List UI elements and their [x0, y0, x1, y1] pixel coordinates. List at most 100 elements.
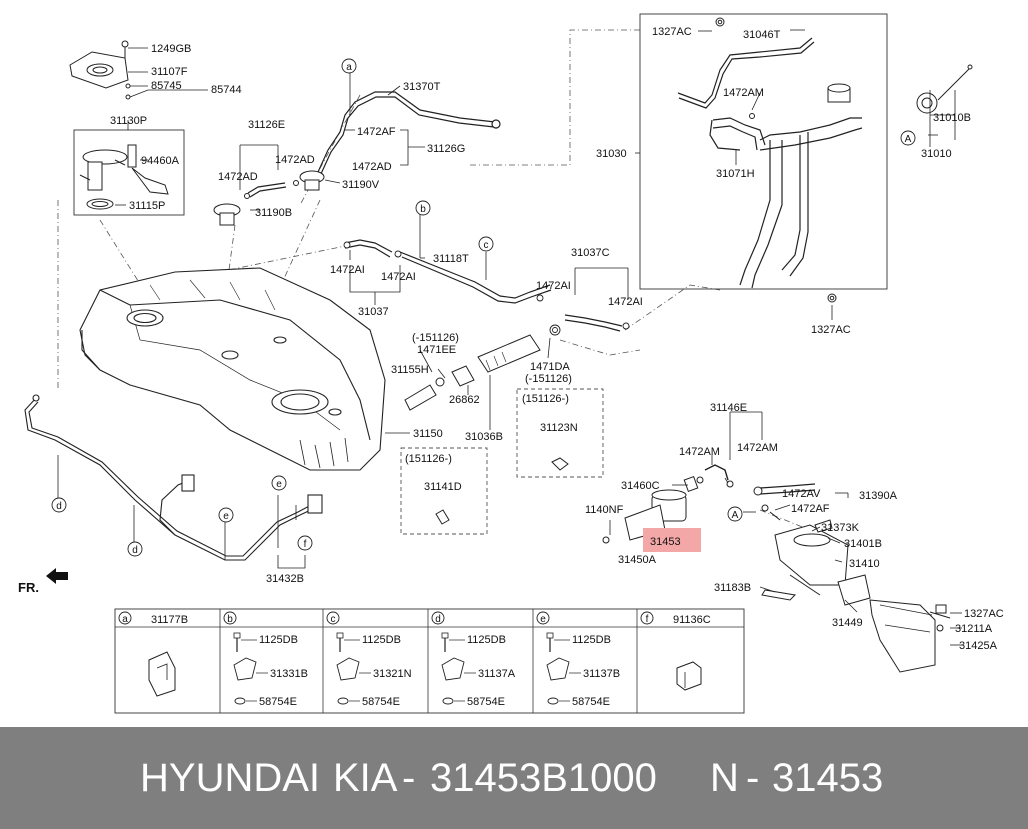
legend-letter: e — [540, 614, 546, 625]
label-31126e: 31126E — [248, 119, 285, 131]
legend-item-label: 58754E — [572, 696, 610, 708]
label-31037c: 31037C — [571, 247, 610, 259]
label-94460a: 94460A — [141, 155, 180, 167]
legend-letter: c — [331, 614, 336, 625]
label-1327ac-a: 1327AC — [652, 26, 692, 38]
bolt-icon — [336, 632, 344, 639]
legend-item-label: 31137B — [583, 668, 620, 680]
callout-d-left: d — [56, 501, 62, 512]
callout-e-right: e — [276, 479, 282, 490]
label-1472am-c: 1472AM — [737, 442, 778, 454]
fuel-tank — [79, 267, 386, 471]
small-clamps — [343, 241, 630, 336]
label-151126-neg: (-151126) — [412, 332, 459, 344]
callout-A-mid: A — [732, 510, 739, 521]
legend-item-label: 1125DB — [362, 634, 401, 646]
label-1472af-b: 1472AF — [791, 503, 830, 515]
callout-b-top: b — [420, 204, 426, 215]
label-85744: 85744 — [211, 84, 242, 96]
footer-text: HYUNDAI KIA - 31453B1000 N - 31453 — [0, 727, 1028, 829]
target-part-highlight — [643, 528, 701, 552]
bolt-icon — [441, 632, 449, 639]
legend-letter: d — [435, 614, 441, 625]
label-31373k: 31373K — [821, 522, 860, 534]
filler-neck-details — [715, 17, 973, 303]
label-31183b: 31183B — [714, 582, 751, 594]
label-1472ad-b: 1472AD — [218, 171, 258, 183]
bracket-icon — [546, 657, 570, 681]
label-31425a: 31425A — [959, 640, 998, 652]
bracket-icon — [233, 657, 257, 681]
label-1472af-a: 1472AF — [357, 126, 396, 138]
filler-neck-parts — [404, 334, 569, 525]
label-26862: 26862 — [449, 394, 480, 406]
nut-icon — [337, 697, 349, 705]
label-1471ee: 1471EE — [417, 344, 456, 356]
legend-letter: f — [646, 614, 649, 625]
label-1472ai-c: 1472AI — [536, 280, 571, 292]
label-31401b: 31401B — [844, 538, 882, 550]
part-labels: 1249GB 31107F 85745 85744 31130P 94460A … — [18, 26, 1004, 652]
footer-bar: HYUNDAI KIA - 31453B1000 N - 31453 — [0, 727, 1028, 829]
legend-item-label: 58754E — [362, 696, 400, 708]
label-31071h: 31071H — [716, 168, 755, 180]
callout-c-top: c — [484, 240, 489, 251]
legend-item-label: 58754E — [259, 696, 297, 708]
label-31118t: 31118T — [433, 253, 469, 265]
valve-31190 — [213, 170, 325, 226]
label-1472ai-a: 1472AI — [330, 264, 365, 276]
label-31141d: 31141D — [424, 481, 462, 493]
filler-neck-assembly — [677, 37, 863, 289]
callout-e-mid: e — [223, 511, 229, 522]
fuel-pump-module — [79, 144, 169, 210]
fr-arrow-icon — [46, 568, 68, 584]
legend-item-label: 58754E — [467, 696, 505, 708]
legend-cell-b: b 1125DB 31331B 58754E — [223, 611, 308, 708]
label-31010b: 31010B — [933, 112, 971, 124]
bolt-icon — [233, 632, 241, 639]
footer-n: N — [710, 756, 739, 800]
variant-boxes — [400, 388, 604, 535]
label-1472ai-d: 1472AI — [608, 296, 643, 308]
label-1327ac-b: 1327AC — [811, 324, 851, 336]
fuel-lines — [24, 394, 323, 561]
label-31410: 31410 — [849, 558, 880, 570]
label-151126-pos-b: (151126-) — [405, 453, 452, 465]
bracket-icon — [336, 657, 360, 681]
legend-item-label: 31321N — [373, 668, 412, 680]
footer-ref: 31453 — [772, 756, 884, 800]
legend-letter: b — [227, 614, 233, 625]
footer-dash-2: - — [746, 756, 760, 800]
legend-item-label: 31331B — [270, 668, 308, 680]
legend-item-label: 1125DB — [259, 634, 298, 646]
nut-icon — [234, 697, 246, 705]
legend-part-number: 31177B — [151, 614, 188, 626]
label-1472ad-c: 1472AD — [352, 161, 392, 173]
bolt-icon — [546, 632, 554, 639]
label-31190b: 31190B — [255, 207, 292, 219]
callout-letters: a b c d d e e f A A — [56, 62, 911, 556]
label-1327ac-c: 1327AC — [964, 608, 1004, 620]
label-85745: 85745 — [151, 80, 182, 92]
nut-icon — [547, 697, 559, 705]
callouts — [51, 58, 916, 557]
label-31460c: 31460C — [621, 480, 660, 492]
label-1471da: 1471DA — [530, 361, 570, 373]
footer-brand: HYUNDAI — [140, 756, 321, 800]
legend-cell-c: c 1125DB 31321N 58754E — [326, 611, 412, 708]
canister-group — [602, 464, 951, 673]
label-31370t: 31370T — [403, 81, 441, 93]
group-boxes — [73, 13, 888, 290]
label-fr: FR. — [18, 580, 39, 595]
label-1472av: 1472AV — [782, 488, 821, 500]
label-151126-neg-b: (-151126) — [525, 373, 572, 385]
label-31155h: 31155H — [391, 364, 429, 376]
footer-part-number: 31453B1000 — [430, 756, 657, 800]
clip-icon — [148, 651, 176, 697]
label-31010: 31010 — [921, 148, 952, 160]
